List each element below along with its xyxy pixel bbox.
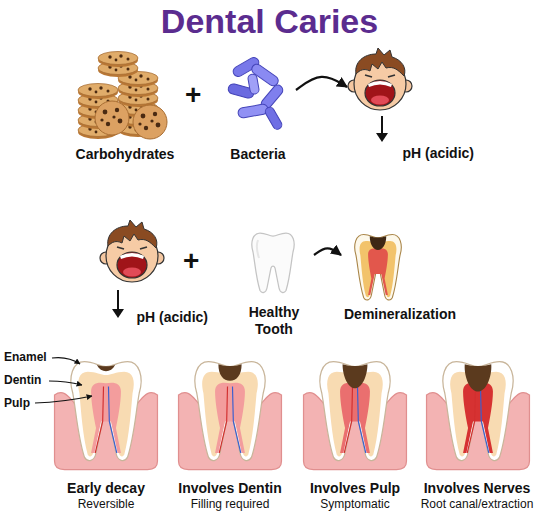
illustration-part [467,387,489,453]
illustration-part [368,248,388,295]
illustration-part [443,362,513,461]
illustration-part [91,383,121,453]
node-title: Bacteria [230,146,285,163]
cookie-stack [78,52,167,140]
illustration-part [133,105,167,139]
connector-arrow [296,77,347,90]
part-label: Enamel [4,350,47,364]
demineralized-tooth-icon [355,235,402,301]
illustration-part [95,387,117,453]
illustration-part [49,381,82,385]
icon-caption: Healthy Tooth [236,225,312,340]
illustration-part [219,387,241,453]
illustration-part [35,396,92,403]
node-title: pH (acidic) [136,309,208,326]
illustration-part [381,116,383,134]
illustration-part [376,133,388,142]
illustration-part [52,358,80,364]
illustration-part [237,103,268,118]
illustration-part [252,233,294,293]
stage-box: Early decayReversible [50,358,162,513]
tooth-stage-early [55,362,158,470]
illustration-part [78,84,118,100]
illustration-part [95,101,129,135]
node-note: Reversible [78,497,135,511]
tooth-stage-nerves [427,362,530,470]
node-title: pH (acidic) [402,145,474,162]
illustration-part [117,290,119,310]
illustration-part [97,365,115,371]
node-title: Early decay [67,480,145,497]
illustration-part [264,106,284,131]
plus-sign: + [185,78,201,112]
part-label: Pulp [4,396,30,410]
stage-box: Involves NervesRoot canal/extraction [416,358,538,513]
illustration-part [340,383,370,453]
stage-box: Involves PulpSymptomatic [296,358,414,513]
illustration-part [370,236,387,250]
node-title: Involves Pulp [310,480,400,497]
illustration-part [215,383,245,453]
tooth-stage-pulp [304,362,407,470]
tooth-stage-dentin [179,362,282,470]
illustration-part [355,235,402,301]
illustration-part [348,48,412,110]
icon-caption: pH (acidic) [100,228,210,328]
icon-caption: Carbohydrates [70,40,180,165]
part-label: Dentin [4,373,41,387]
icon-caption: Bacteria [222,40,294,165]
node-note: Filling required [191,497,270,511]
illustration-part [71,362,141,461]
illustration-part [344,387,366,453]
illustration-part [465,364,492,391]
node-title: Involves Dentin [178,480,281,497]
illustration-part [195,362,265,461]
connector-arrow [314,248,341,255]
node-title: Demineralization [344,306,456,323]
illustration-part [100,220,164,282]
icon-caption: pH (acidic) [348,52,476,164]
plus-sign: + [183,244,199,278]
illustration-part [218,364,241,381]
node-title: Healthy Tooth [239,304,309,338]
leader-line [35,358,92,403]
illustration-part [320,362,390,461]
icon-caption: Demineralization [342,215,482,325]
illustration-part [343,364,368,388]
node-title: Involves Nerves [424,480,531,497]
illustration-part [463,383,493,453]
stage-box: Involves DentinFilling required [171,358,289,513]
node-note: Root canal/extraction [421,497,534,511]
illustration-part [202,372,258,457]
illustration-part [78,372,134,457]
illustration-part [257,240,259,258]
illustration-part [112,309,124,318]
bacteria-rods [227,56,285,131]
node-title: Carbohydrates [76,146,175,163]
diagram-title: Dental Caries [0,0,539,42]
node-note: Symptomatic [320,497,389,511]
healthy-tooth-icon [252,233,294,293]
illustration-part [98,52,138,68]
illustration-part [247,73,259,94]
